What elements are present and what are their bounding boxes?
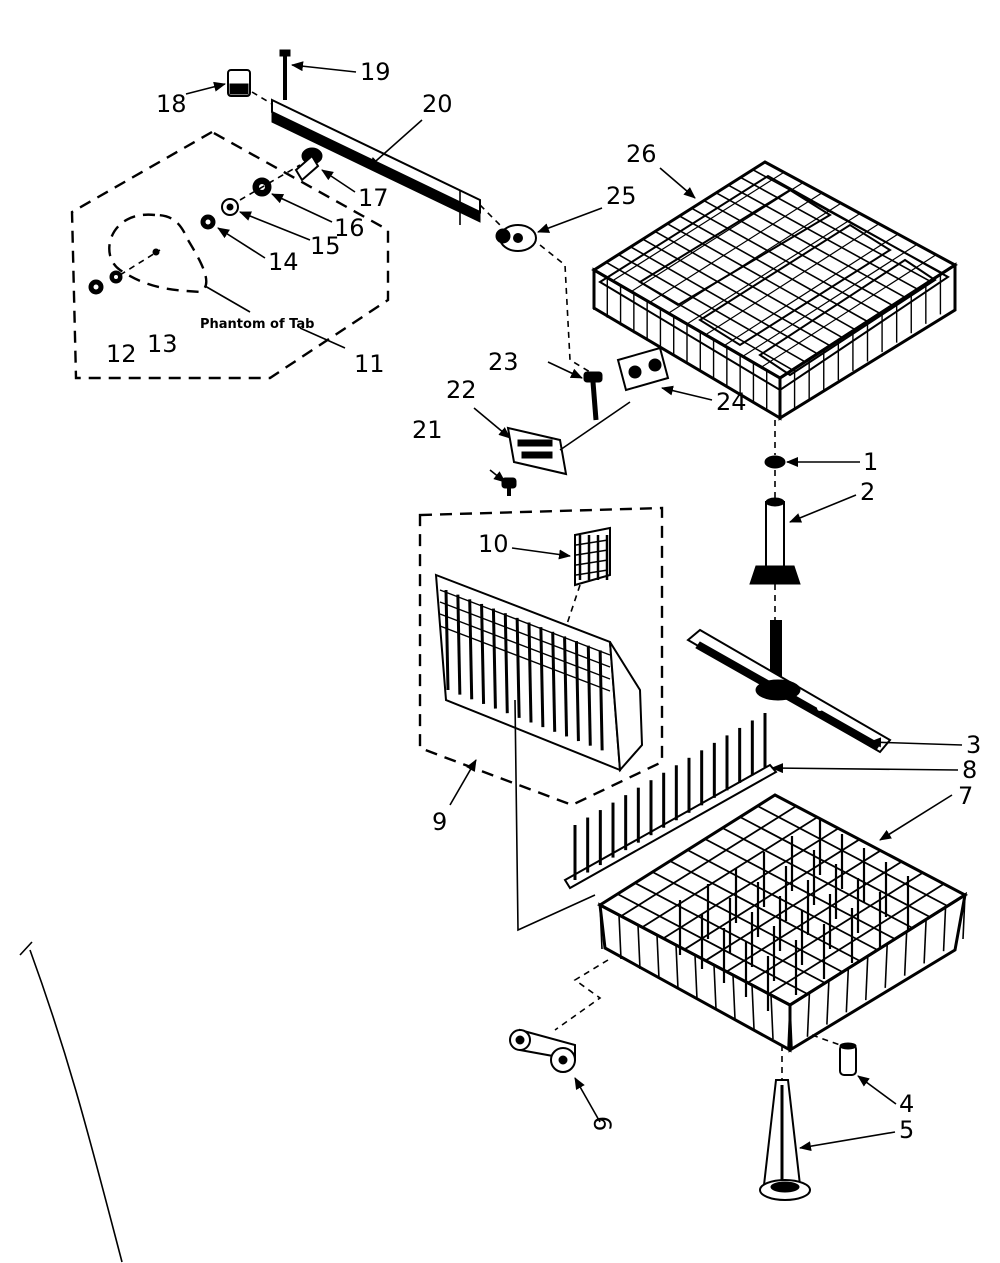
upper-rack-wires [593, 169, 956, 418]
callout-16: 16 [334, 214, 365, 242]
callout-17: 17 [358, 184, 389, 212]
callout-20: 20 [422, 90, 453, 118]
roller-assembly-6 [509, 1028, 576, 1073]
upper-rack-26 [591, 160, 958, 421]
callout-10: 10 [478, 530, 509, 558]
screw-23 [583, 371, 603, 421]
washer-14 [200, 214, 216, 230]
callout-1: 1 [863, 448, 878, 476]
callout-18: 18 [156, 90, 187, 118]
washer-12 [88, 279, 104, 295]
nut-15 [221, 198, 239, 216]
callout-15: 15 [310, 232, 341, 260]
screw-19 [279, 49, 291, 100]
callout-19: 19 [360, 58, 391, 86]
callout-5: 5 [899, 1116, 914, 1144]
callout-9: 9 [432, 808, 447, 836]
callout-13: 13 [147, 330, 178, 358]
callout-3: 3 [966, 731, 981, 759]
bracket-24 [616, 346, 670, 392]
pin-hole [152, 248, 160, 256]
end-cap-18 [227, 69, 251, 97]
callout-8: 8 [962, 756, 977, 784]
callout-14: 14 [268, 248, 299, 276]
bushing-17 [294, 147, 323, 182]
callout-11: 11 [354, 350, 385, 378]
feed-tube-5 [759, 1079, 811, 1201]
lower-rack-wires [599, 805, 966, 1050]
callout-25: 25 [606, 182, 637, 210]
tab-assembly-group [70, 130, 390, 380]
clip-4 [839, 1042, 857, 1076]
basket-lid-10 [574, 526, 611, 587]
spray-arm-3 [686, 620, 892, 754]
callout-4: 4 [899, 1090, 914, 1118]
callout-12: 12 [106, 340, 137, 368]
leader-lines [185, 61, 963, 1152]
callout-21: 21 [412, 416, 443, 444]
silverware-basket [434, 573, 644, 773]
roller-25 [495, 224, 537, 252]
washer-1 [764, 455, 786, 469]
callout-22: 22 [446, 376, 477, 404]
callout-6: 6 [588, 1116, 616, 1131]
basket-group-9 [418, 506, 664, 807]
washer-13 [109, 270, 123, 284]
callout-24: 24 [716, 388, 747, 416]
callout-26: 26 [626, 140, 657, 168]
phantom-note: Phantom of Tab [200, 317, 314, 332]
guide-22 [506, 426, 568, 476]
callout-23: 23 [488, 348, 519, 376]
callout-labels: 1 2 3 4 5 6 7 8 9 10 11 12 13 14 15 16 1… [106, 58, 981, 1144]
lower-rack-7 [596, 793, 969, 1053]
callout-7: 7 [958, 782, 973, 810]
callout-2: 2 [860, 478, 875, 506]
feed-tube-2 [749, 497, 801, 585]
